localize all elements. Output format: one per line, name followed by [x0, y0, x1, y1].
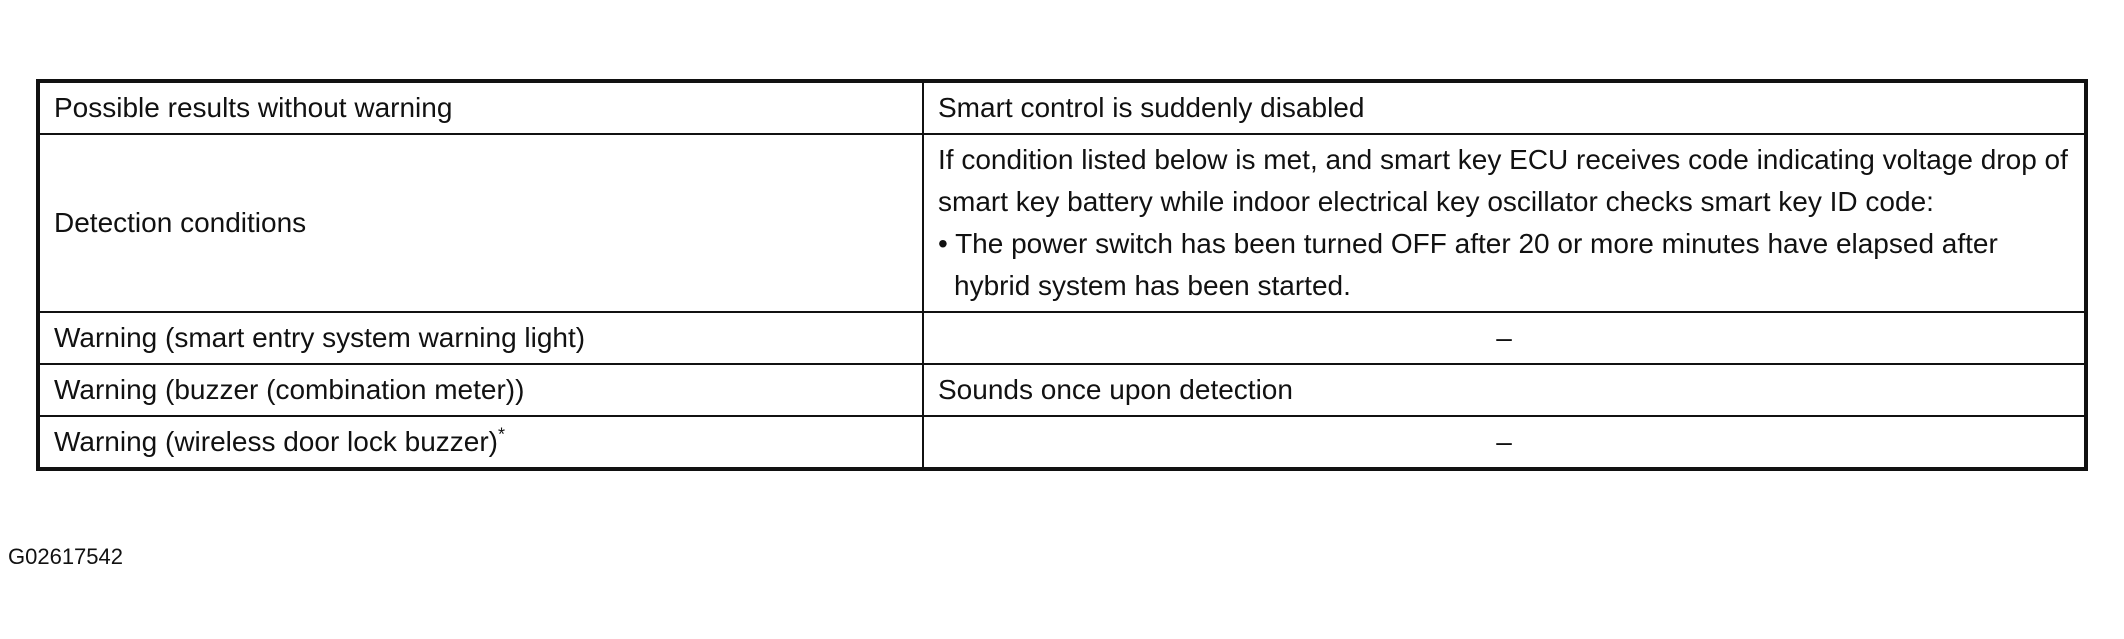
warning-spec-table: Possible results without warning Smart c…: [36, 79, 2088, 471]
row-value: Smart control is suddenly disabled: [922, 80, 2087, 135]
table-row: Warning (buzzer (combination meter)) Sou…: [37, 363, 2087, 417]
detection-condition-bullet: • The power switch has been turned OFF a…: [938, 228, 1998, 301]
row-value: –: [922, 415, 2087, 470]
row-value: –: [922, 311, 2087, 365]
table-row: Warning (wireless door lock buzzer)* –: [37, 415, 2087, 470]
table-row: Warning (smart entry system warning ligh…: [37, 311, 2087, 365]
row-label: Warning (wireless door lock buzzer)*: [37, 415, 924, 470]
row-value: If condition listed below is met, and sm…: [922, 133, 2087, 313]
figure-id: G02617542: [8, 544, 123, 569]
row-value: Sounds once upon detection: [922, 363, 2087, 417]
table-row: Possible results without warning Smart c…: [37, 80, 2087, 135]
row-label: Warning (smart entry system warning ligh…: [37, 311, 924, 365]
row-label-text: Warning (wireless door lock buzzer): [54, 426, 498, 457]
table-row: Detection conditions If condition listed…: [37, 133, 2087, 313]
row-label: Warning (buzzer (combination meter)): [37, 363, 924, 417]
footnote-mark: *: [498, 424, 506, 445]
row-label: Possible results without warning: [37, 80, 924, 135]
detection-condition-text: If condition listed below is met, and sm…: [938, 144, 2068, 217]
row-label: Detection conditions: [37, 133, 924, 313]
